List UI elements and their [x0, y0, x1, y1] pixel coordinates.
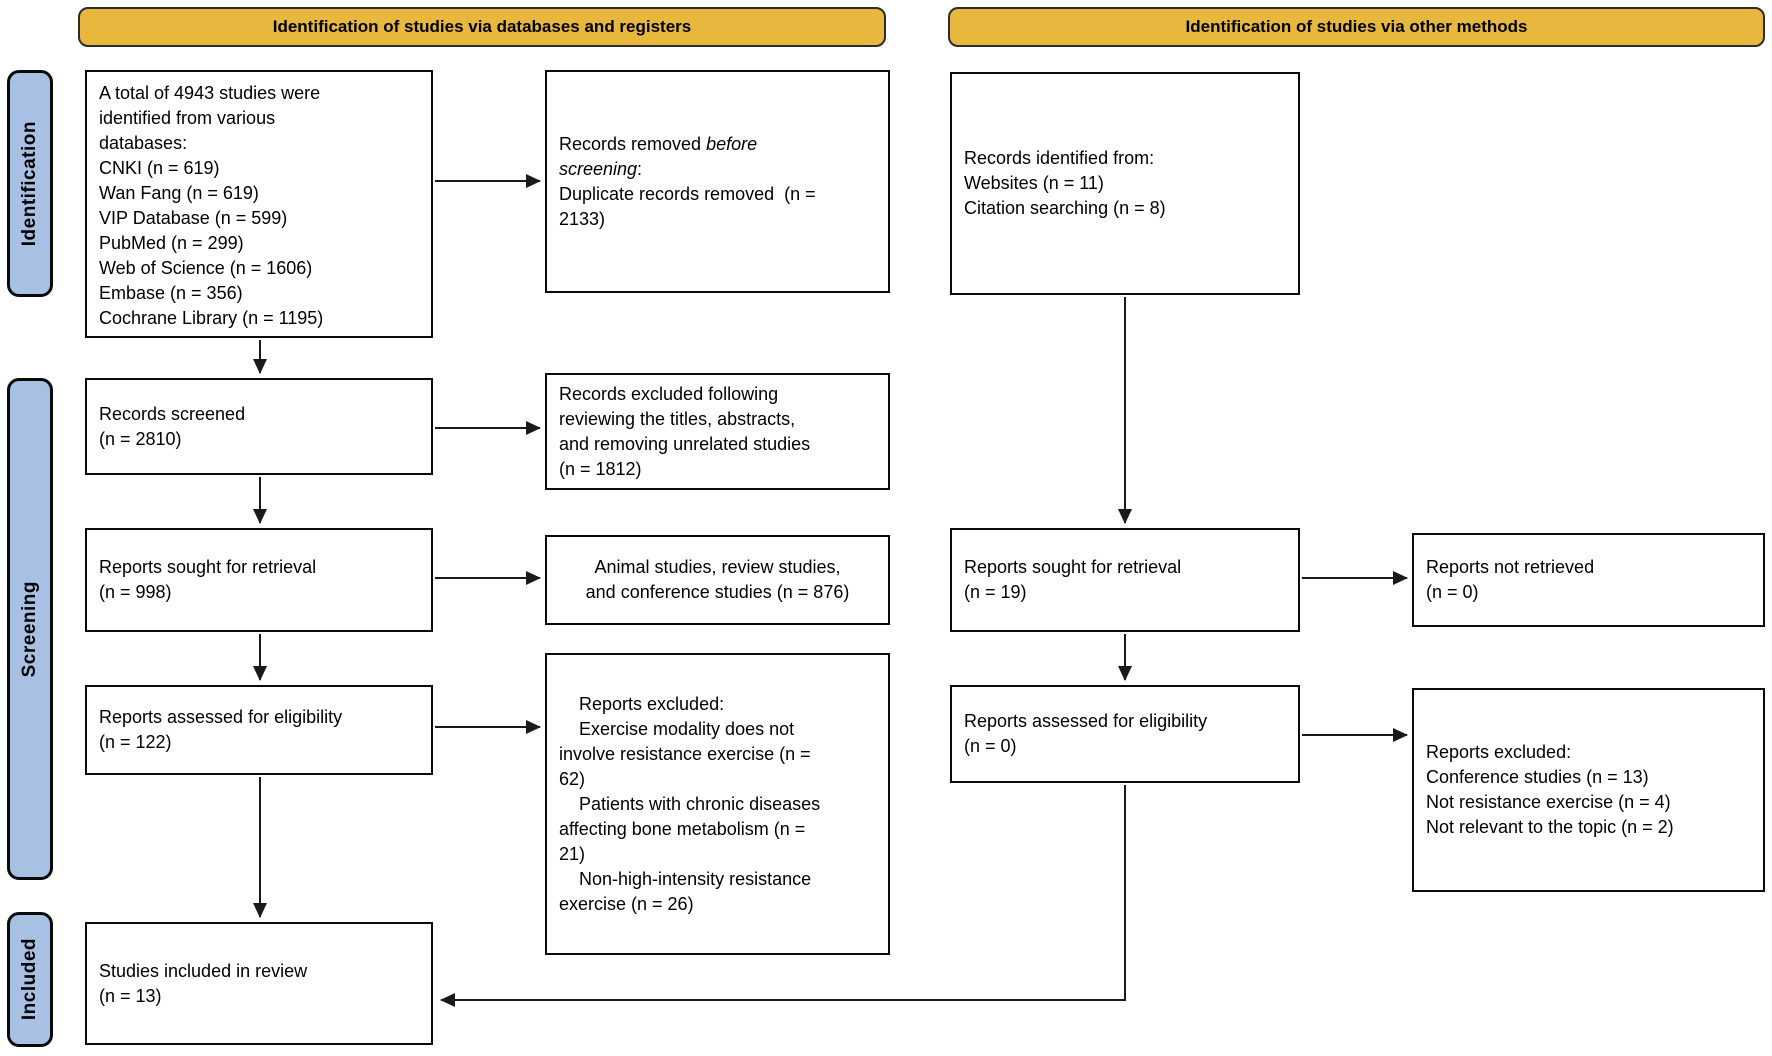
text-line: affecting bone metabolism (n = [559, 818, 806, 839]
text-line: Duplicate records removed (n = [559, 183, 816, 204]
box-reports-assessed: Reports assessed for eligibility (n = 12… [85, 685, 433, 775]
stage-screening: Screening [7, 378, 53, 880]
text-line: Wan Fang (n = 619) [99, 183, 259, 203]
text-line: Embase (n = 356) [99, 283, 243, 303]
text-line: exercise (n = 26) [559, 893, 694, 914]
box-reports-sought-other: Reports sought for retrieval (n = 19) [950, 528, 1300, 632]
text-line: Web of Science (n = 1606) [99, 258, 313, 278]
text-line: VIP Database (n = 599) [99, 208, 288, 228]
text-line: (n = 122) [99, 732, 172, 752]
text-line: Reports assessed for eligibility [964, 711, 1208, 731]
text-line: Not resistance exercise (n = 4) [1426, 792, 1671, 812]
text-line: CNKI (n = 619) [99, 158, 220, 178]
box-reports-not-retrieved-other: Reports not retrieved (n = 0) [1412, 533, 1765, 627]
banner-other-methods: Identification of studies via other meth… [948, 7, 1765, 47]
text-line: Patients with chronic diseases [559, 793, 821, 814]
text-line: Records identified from: [964, 148, 1155, 168]
banner-databases-registers: Identification of studies via databases … [78, 7, 886, 47]
text-line: Conference studies (n = 13) [1426, 767, 1649, 787]
text-line: involve resistance exercise (n = [559, 743, 811, 764]
text-line: A total of 4943 studies were [99, 83, 321, 103]
box-records-removed: Records removed before screening: Duplic… [545, 70, 890, 293]
text-line: Websites (n = 11) [964, 173, 1104, 193]
box-records-excluded: Records excluded following reviewing the… [545, 373, 890, 490]
stage-identification: Identification [7, 70, 53, 297]
text-line: Reports sought for retrieval [964, 557, 1182, 577]
box-records-screened: Records screened (n = 2810) [85, 378, 433, 475]
text-line: Not relevant to the topic (n = 2) [1426, 817, 1674, 837]
text-line: reviewing the titles, abstracts, [559, 408, 796, 429]
box-reports-assessed-other: Reports assessed for eligibility (n = 0) [950, 685, 1300, 783]
text-segment: Records removed [559, 133, 707, 154]
text-line: and removing unrelated studies [559, 433, 811, 454]
box-reports-excluded-reasons: Reports excluded: Exercise modality does… [545, 653, 890, 955]
text-line: Exercise modality does not [559, 718, 795, 739]
text-line: 2133) [559, 208, 606, 229]
text-line: (n = 13) [99, 985, 162, 1006]
text-line: (n = 2810) [99, 428, 182, 449]
text-line: Records screened [99, 403, 246, 424]
box-identified-databases: A total of 4943 studies were identified … [85, 70, 433, 338]
text-line: screening: [559, 157, 876, 182]
text-line: Animal studies, review studies, [594, 557, 841, 577]
text-line: 62) [559, 768, 586, 789]
text-segment-italic: before [706, 133, 758, 154]
stage-included: Included [7, 912, 53, 1047]
text-line: (n = 19) [964, 582, 1027, 602]
text-line: (n = 0) [964, 736, 1017, 756]
text-line: Reports not retrieved [1426, 557, 1595, 577]
text-line: (n = 0) [1426, 582, 1479, 602]
text-line: and conference studies (n = 876) [585, 582, 850, 602]
text-line: Cochrane Library (n = 1195) [99, 308, 324, 328]
text-line: (n = 1812) [559, 458, 642, 479]
text-segment-italic: screening [559, 158, 638, 179]
text-segment: : [637, 158, 643, 179]
text-line: Records excluded following [559, 383, 779, 404]
text-line: Reports excluded: [559, 693, 725, 714]
box-reports-sought: Reports sought for retrieval (n = 998) [85, 528, 433, 632]
box-reports-excluded-other: Reports excluded: Conference studies (n … [1412, 688, 1765, 892]
text-line: Citation searching (n = 8) [964, 198, 1166, 218]
text-line: PubMed (n = 299) [99, 233, 244, 253]
text-line: identified from various [99, 108, 276, 128]
text-line: Reports assessed for eligibility [99, 707, 343, 727]
stage-identification-label: Identification [19, 120, 40, 247]
box-animal-review-conference: Animal studies, review studies, and conf… [545, 535, 890, 625]
box-records-identified-other: Records identified from: Websites (n = 1… [950, 72, 1300, 295]
text-line: 21) [559, 843, 586, 864]
box-studies-included: Studies included in review (n = 13) [85, 922, 433, 1045]
text-line: Studies included in review [99, 960, 308, 981]
text-line: (n = 998) [99, 582, 172, 602]
stage-screening-label: Screening [19, 580, 40, 678]
text-line: Reports excluded: [1426, 742, 1572, 762]
text-line: Non-high-intensity resistance [559, 868, 812, 889]
text-line: databases: [99, 133, 188, 153]
text-line: Records removed before [559, 132, 876, 157]
stage-included-label: Included [19, 938, 40, 1021]
text-line: Reports sought for retrieval [99, 557, 317, 577]
